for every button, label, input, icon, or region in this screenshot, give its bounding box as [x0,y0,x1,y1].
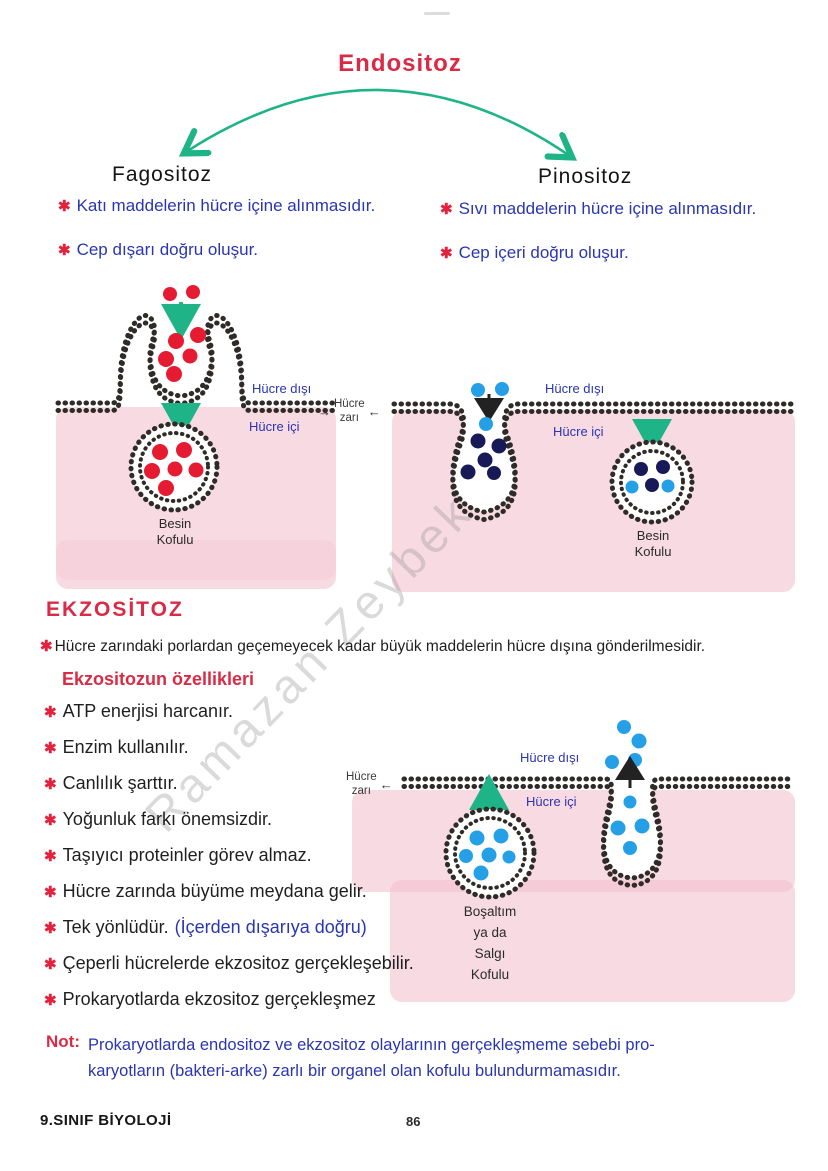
asterisk-bullet-icon: ✱ [44,920,57,937]
asterisk-bullet-icon: ✱ [44,776,57,793]
list-item: ✱ Canlılık şarttır. [44,773,414,794]
bullet-item: ✱ Katı maddelerin hücre içine alınmasıdır… [58,190,388,221]
phagocytosis-heading: Fagositoz [112,163,213,186]
exocytosis-subheading: Ekzositozun özellikleri [62,669,255,689]
asterisk-bullet-icon: ✱ [44,992,57,1009]
pinocytosis-diagram [391,382,795,592]
label-hucre-ici: Hücre içi [526,794,577,809]
left-arrow-icon: ← [379,776,393,792]
label-hucre-disi: Hücre dışı [252,381,312,396]
asterisk-bullet-icon: ✱ [44,740,57,757]
list-item: ✱ Hücre zarında büyüme meydana gelir. [44,881,414,902]
asterisk-bullet-icon: ✱ [58,198,71,215]
label-hucre-zari: → Hücre zarı ← [318,397,381,426]
asterisk-bullet-icon: ✱ [44,848,57,865]
label-hucre-ici: Hücre içi [553,424,604,439]
exocytosis-definition: ✱Hücre zarındaki porlardan geçemeyecek k… [40,637,805,656]
label-besin-kofulu: Besin Kofulu [156,516,194,548]
bullet-item: ✱ Cep içeri doğru oluşur. [440,237,785,268]
asterisk-bullet-icon: ✱ [440,201,453,218]
asterisk-bullet-icon: ✱ [44,812,57,829]
bullet-text: Sıvı maddelerin hücre içine alınmasıdır. [458,199,757,218]
right-arrow-icon: → [318,403,331,419]
scan-artifact-dash [424,12,450,15]
label-text: Hücre zarı [334,398,365,425]
asterisk-bullet-icon: ✱ [44,884,57,901]
list-item: ✱ Prokaryotlarda ekzositoz gerçekleşmez [44,989,414,1010]
item-text: Tek yönlüdür. [62,917,169,937]
asterisk-bullet-icon: ✱ [58,242,71,260]
note-text: Prokaryotlarda endositoz ve ekzositoz ol… [87,1036,655,1081]
left-arrow-icon: ← [367,403,381,419]
list-item: ✱ Çeperli hücrelerde ekzositoz gerçekleşe… [44,953,414,974]
item-note: (İçerden dışarıya doğru) [174,917,367,937]
pinocytosis-bullets: ✱ Sıvı maddelerin hücre içine alınmasıdır… [440,193,785,282]
label-hucre-disi: Hücre dışı [520,750,580,765]
page-title: Endositoz [338,50,462,77]
item-text: Canlılık şarttır. [62,773,178,793]
list-item: ✱ Tek yönlüdür.(İçerden dışarıya doğru) [44,917,414,938]
bullet-text: Katı maddelerin hücre içine alınmasıdır. [76,196,376,215]
bullet-text: Cep içeri doğru oluşur. [458,243,629,263]
bullet-item: ✱ Sıvı maddelerin hücre içine alınmasıdır… [440,193,785,224]
bullet-text: Cep dışarı doğru oluşur. [76,240,259,260]
note-block: Not: Prokaryotlarda endositoz ve ekzosit… [46,1032,796,1085]
item-text: Enzim kullanılır. [62,737,189,757]
label-text: Hücre zarı [346,771,377,798]
asterisk-bullet-icon: ✱ [44,704,57,721]
label-hucre-ici: Hücre içi [249,419,300,434]
note-label: Not: [46,1032,80,1051]
asterisk-bullet-icon: ✱ [44,956,57,973]
label-besin-kofulu: Besin Kofulu [634,528,672,560]
list-item: ✱ Enzim kullanılır. [44,737,414,758]
list-item: ✱ Yoğunluk farkı önemsizdir. [44,809,414,830]
definition-text: Hücre zarındaki porlardan geçemeyecek ka… [54,638,706,655]
item-text: Taşıyıcı proteinler görev almaz. [62,845,312,865]
asterisk-bullet-icon: ✱ [40,638,53,655]
item-text: Prokaryotlarda ekzositoz gerçekleşmez [62,989,376,1009]
label-hucre-disi: Hücre dışı [545,381,605,396]
list-item: ✱ ATP enerjisi harcanır. [44,701,414,722]
footer-course-title: 9.SINIF BİYOLOJİ [40,1112,172,1129]
item-text: Hücre zarında büyüme meydana gelir. [62,881,367,901]
label-hucre-zari: Hücre zarı ← [346,770,393,799]
asterisk-bullet-icon: ✱ [440,245,453,263]
bullet-item: ✱ Cep dışarı doğru oluşur. [58,234,388,265]
phagocytosis-bullets: ✱ Katı maddelerin hücre içine alınmasıdır… [58,190,388,279]
list-item: ✱ Taşıyıcı proteinler görev almaz. [44,845,414,866]
item-text: Yoğunluk farkı önemsizdir. [62,809,273,829]
item-text: Çeperli hücrelerde ekzositoz gerçekleşeb… [62,953,414,973]
item-text: ATP enerjisi harcanır. [62,701,233,721]
exocytosis-heading: EKZOSİTOZ [46,598,184,621]
label-bosaltim-salgi-kofulu: Boşaltım ya da Salgı Kofulu [463,904,517,982]
page-number: 86 [406,1114,421,1129]
exocytosis-feature-list: ✱ ATP enerjisi harcanır. ✱ Enzim kullanılı… [44,701,414,1025]
endocytosis-branch-arrow-icon [186,88,570,156]
pinocytosis-heading: Pinositoz [538,165,633,188]
